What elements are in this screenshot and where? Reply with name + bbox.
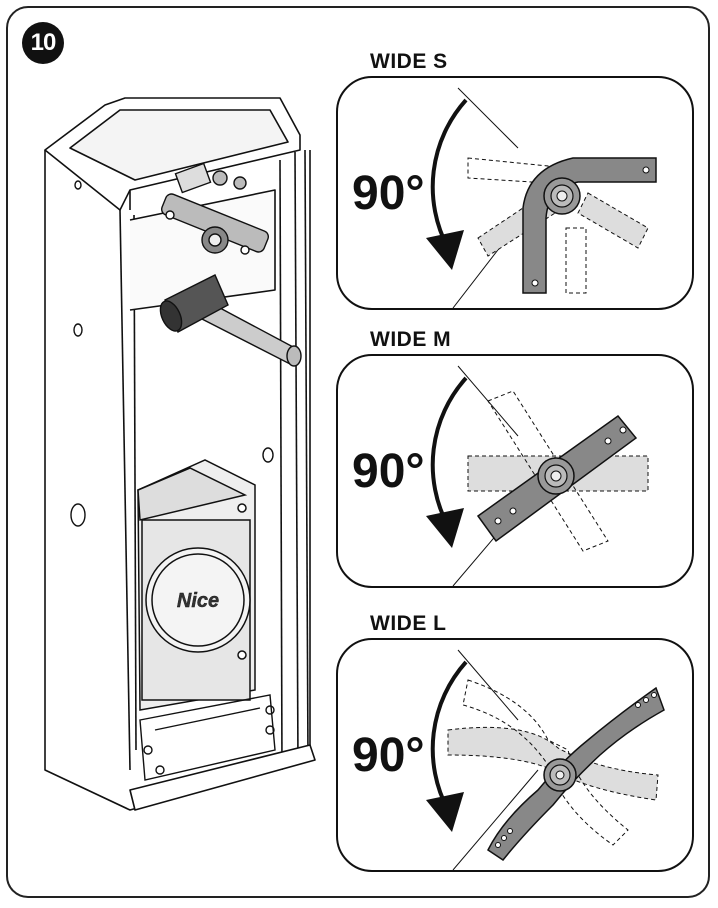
panel-wide-l: 90° [336,638,694,872]
arm-rotation-diagram-l [426,649,665,870]
arm-rotation-diagram-s [426,87,657,308]
brand-logo: Nice [177,590,219,612]
panel-title-wide-l: WIDE L [370,612,447,635]
rotation-angle-s: 90° [352,167,425,220]
rotation-angle-l: 90° [352,729,425,782]
gate-operator-illustration: Nice [44,97,316,811]
arm-rotation-diagram-m [426,365,649,586]
panel-title-wide-s: WIDE S [370,50,448,73]
base-bracket [139,694,276,781]
step-number-badge: 10 [22,22,64,64]
rotation-angle-m: 90° [352,445,425,498]
panel-title-wide-m: WIDE M [370,328,452,351]
release-lever [159,274,302,367]
panel-wide-s: 90° [336,76,694,310]
mounting-holes [70,180,274,527]
panel-wide-m: 90° [336,354,694,588]
motor-control-box [137,459,256,711]
limit-switch-assembly [160,162,270,255]
